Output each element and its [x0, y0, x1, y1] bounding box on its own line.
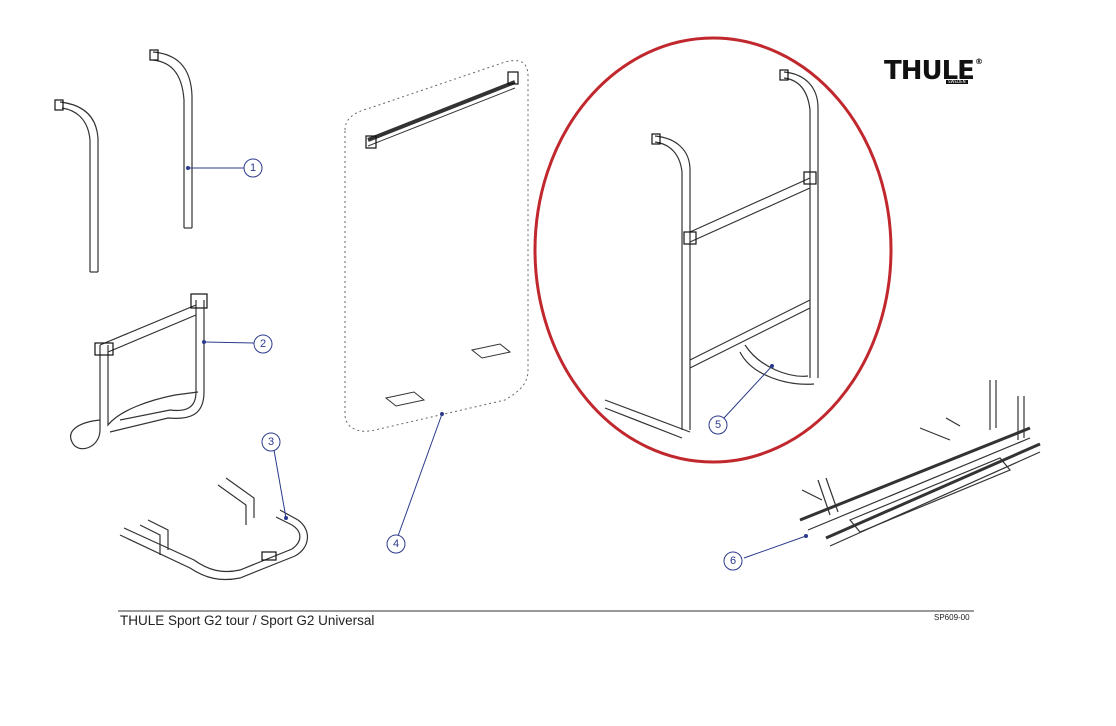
part-1-upright-tubes: [54, 49, 193, 273]
svg-text:5: 5: [715, 419, 721, 431]
svg-text:3: 3: [268, 436, 274, 448]
footer-title: THULE Sport G2 tour / Sport G2 Universal: [120, 613, 375, 628]
svg-text:4: 4: [393, 538, 399, 550]
svg-text:2: 2: [260, 338, 266, 350]
brand-logo: THULE® SWEDEN: [884, 58, 983, 84]
part-3-base-frame: [119, 477, 308, 581]
callout-1[interactable]: 1: [243, 158, 263, 178]
svg-text:1: 1: [250, 162, 256, 174]
callout-5[interactable]: 5: [708, 415, 728, 435]
callout-4[interactable]: 4: [386, 534, 406, 554]
part-4-panel: [344, 60, 529, 432]
footer-code: SP609-00: [934, 613, 970, 622]
part-6-rails: [799, 380, 1041, 547]
callout-6[interactable]: 6: [723, 551, 743, 571]
highlight-ellipse: [533, 36, 893, 464]
part-5-ladder: [604, 69, 819, 439]
svg-text:6: 6: [730, 555, 736, 567]
brand-mark: ®: [974, 57, 983, 66]
callout-2[interactable]: 2: [253, 334, 273, 354]
brand-sub: SWEDEN: [946, 79, 968, 84]
part-2-frame: [70, 293, 208, 450]
brand-name: THULE: [884, 56, 975, 86]
callout-3[interactable]: 3: [261, 432, 281, 452]
leader-lines: [186, 166, 808, 559]
callouts: 1 2 3 4 5 6: [243, 158, 743, 571]
